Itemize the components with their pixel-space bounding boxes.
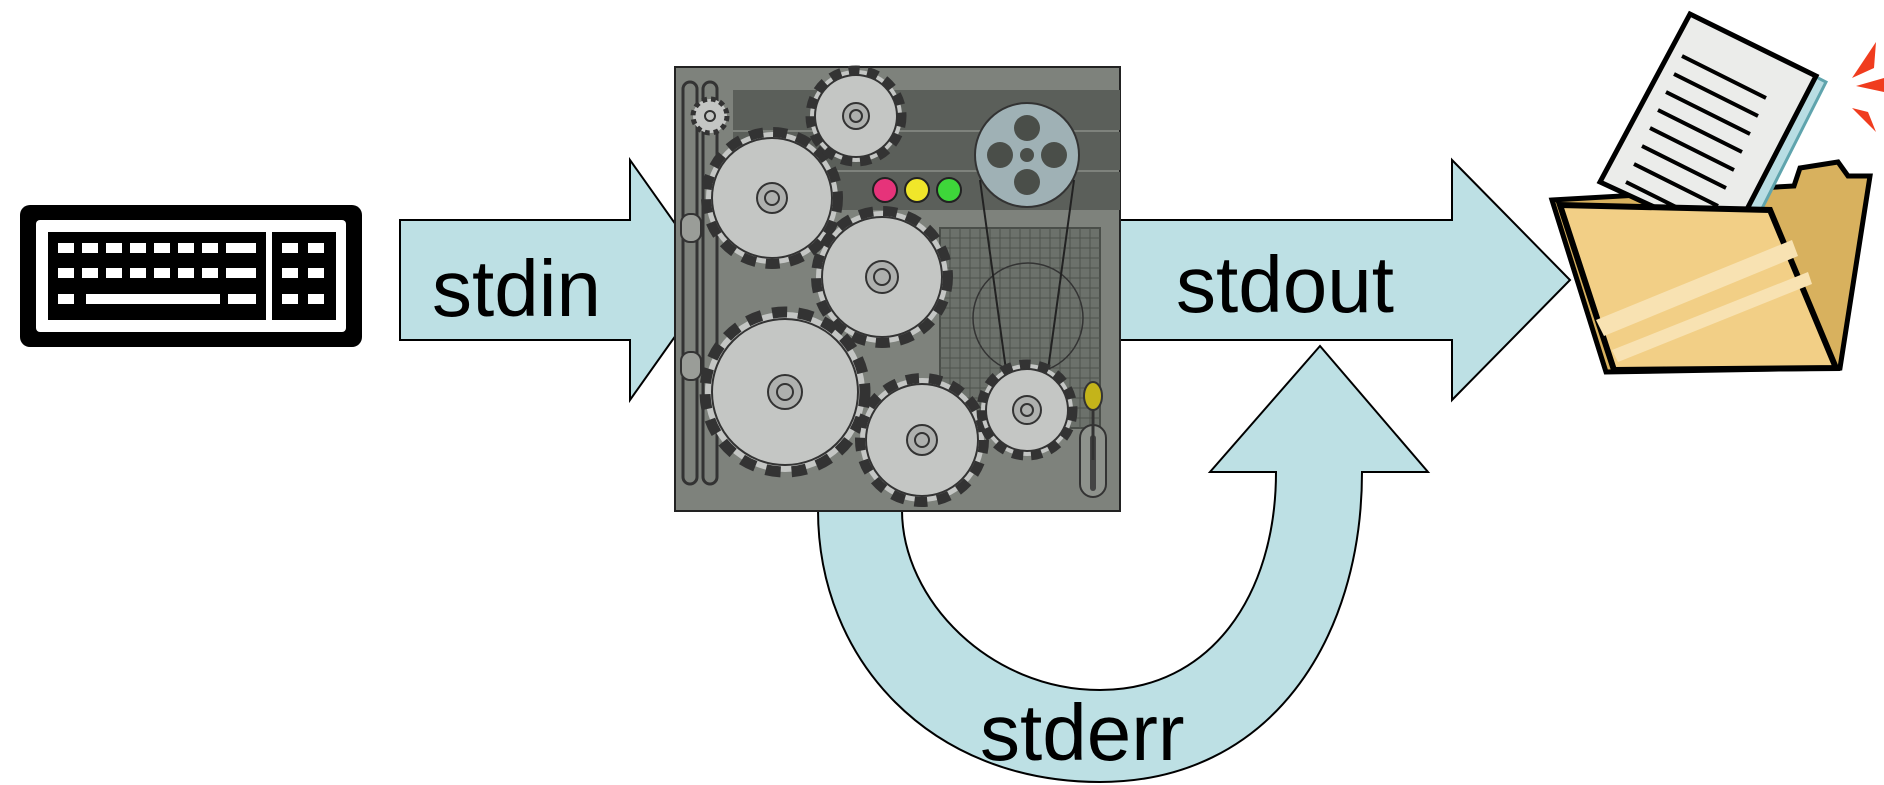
- gear-icon: [855, 373, 989, 507]
- indicator-light-red: [872, 177, 898, 203]
- gear-icon: [805, 65, 907, 167]
- stdin-arrow: [399, 156, 717, 404]
- stdout-arrow: [1114, 157, 1572, 403]
- folder-document-icon: [1548, 10, 1873, 375]
- indicator-light-yellow: [904, 177, 930, 203]
- stderr-arrow: [816, 344, 1431, 784]
- gear-icon: [811, 206, 953, 348]
- gear-icon: [690, 96, 730, 136]
- indicator-light-green: [936, 177, 962, 203]
- alert-burst-icon: [1852, 42, 1884, 132]
- gear-icon: [976, 359, 1078, 461]
- film-reel-icon: [974, 102, 1080, 208]
- document-icon: [1596, 10, 1829, 250]
- gear-icon: [701, 127, 843, 269]
- lever-icon: [1079, 381, 1107, 498]
- keyboard-icon: [20, 205, 362, 347]
- stdin-label: stdin: [432, 244, 601, 333]
- gear-icon: [699, 306, 871, 478]
- stdout-label: stdout: [1176, 240, 1394, 329]
- stderr-label: stderr: [980, 688, 1185, 777]
- machine-gears-icon: [674, 65, 1121, 512]
